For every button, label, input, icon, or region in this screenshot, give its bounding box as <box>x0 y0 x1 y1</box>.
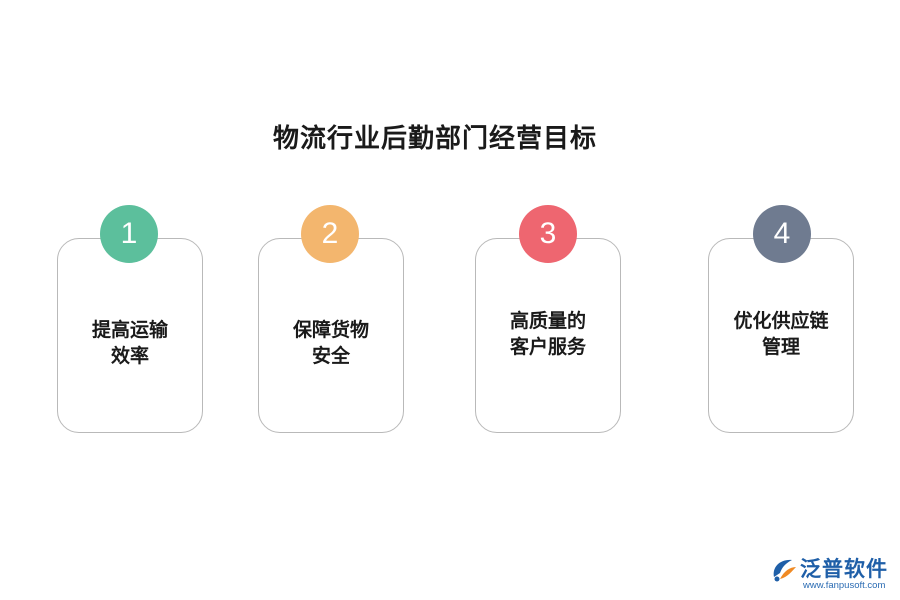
goal-card-2: 保障货物 安全 <box>258 238 404 433</box>
goal-card-4-line1: 优化供应链 <box>733 310 829 332</box>
goal-badge-3: 3 <box>519 205 577 263</box>
fanpu-logo-icon <box>773 559 796 582</box>
goal-card-3-line2: 客户服务 <box>509 336 586 358</box>
goal-badge-1: 1 <box>100 205 158 263</box>
diagram-title: 物流行业后勤部门经营目标 <box>272 124 597 154</box>
fanpusoft-logo: 泛普软件 www.fanpusoft.com <box>770 553 895 593</box>
goal-card-2-line1: 保障货物 <box>292 319 369 341</box>
goal-card-3-line1: 高质量的 <box>509 310 586 332</box>
goal-card-1: 提高运输 效率 <box>57 238 203 433</box>
goal-card-1-text: 提高运输 效率 <box>58 317 202 369</box>
goal-card-4-line2: 管理 <box>761 336 800 358</box>
goal-card-1-line1: 提高运输 <box>91 319 168 341</box>
logo-name: 泛普软件 <box>800 557 888 581</box>
goal-card-4-text: 优化供应链 管理 <box>709 308 853 360</box>
goal-card-3-text: 高质量的 客户服务 <box>476 308 620 360</box>
goal-badge-4: 4 <box>753 205 811 263</box>
logo-url: www.fanpusoft.com <box>803 580 886 591</box>
goal-badge-2: 2 <box>301 205 359 263</box>
goal-card-2-text: 保障货物 安全 <box>259 317 403 369</box>
goal-card-1-line2: 效率 <box>110 345 149 367</box>
goal-card-2-line2: 安全 <box>311 345 350 367</box>
goal-card-3: 高质量的 客户服务 <box>475 238 621 433</box>
goal-card-4: 优化供应链 管理 <box>708 238 854 433</box>
